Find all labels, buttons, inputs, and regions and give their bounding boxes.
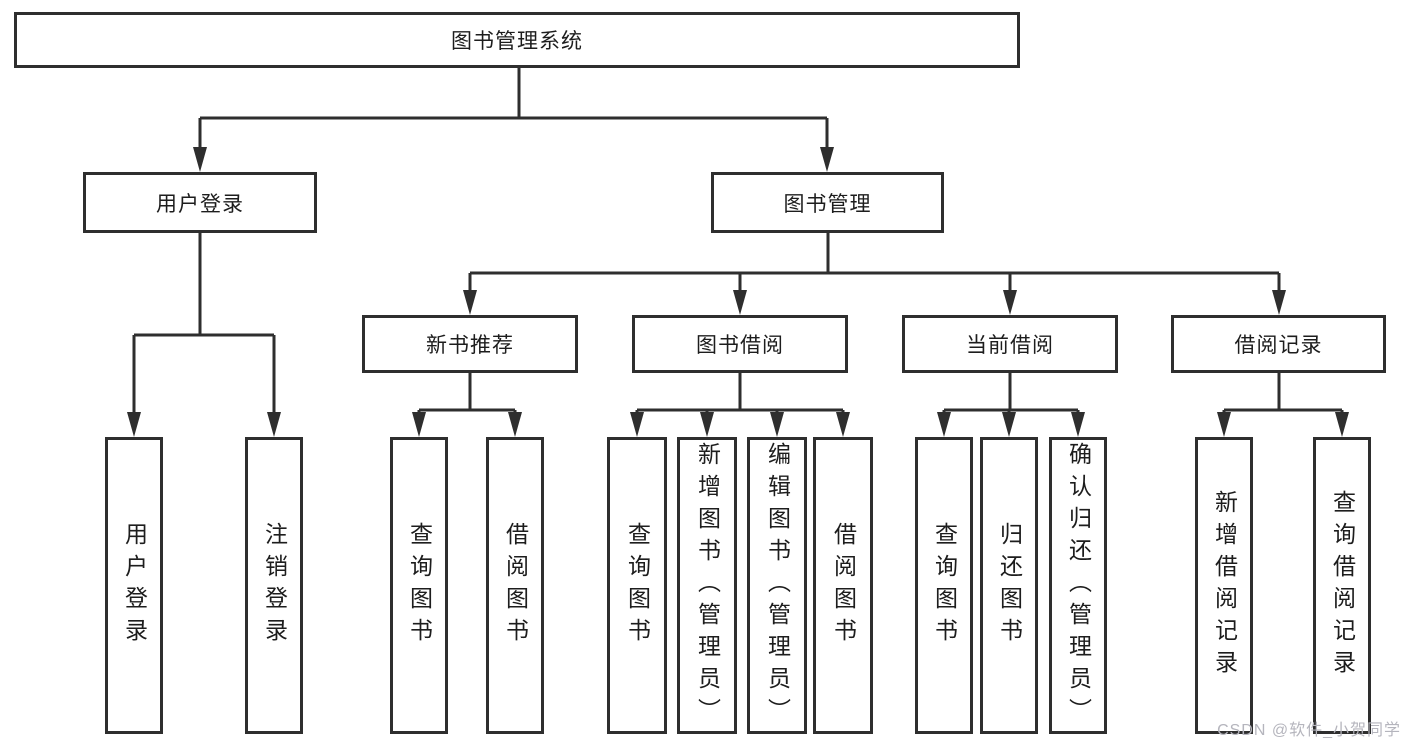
node-user-login-label: 用户登录 <box>156 192 244 216</box>
node-borrowing-records: 借阅记录 <box>1171 315 1386 373</box>
leaf-return-book-label: 归还图书 <box>996 521 1023 650</box>
leaf-user-login: 用户登录 <box>105 437 163 734</box>
leaf-query-books-recommend: 查询图书 <box>390 437 448 734</box>
leaf-add-book-admin-label: 新增图书（管理员） <box>694 441 721 730</box>
node-book-management-label: 图书管理 <box>783 192 872 216</box>
leaf-logout: 注销登录 <box>245 437 303 734</box>
node-book-management: 图书管理 <box>711 172 944 233</box>
leaf-logout-label: 注销登录 <box>261 521 288 650</box>
leaf-borrow-books: 借阅图书 <box>813 437 873 734</box>
leaf-add-borrow-record-label: 新增借阅记录 <box>1211 489 1238 682</box>
node-current-borrowing-label: 当前借阅 <box>966 334 1054 357</box>
leaf-return-book: 归还图书 <box>980 437 1038 734</box>
leaf-query-borrow-record-label: 查询借阅记录 <box>1329 489 1356 682</box>
leaf-query-books-borrow: 查询图书 <box>607 437 667 734</box>
csdn-watermark: CSDN @软件_小贺同学 <box>1217 722 1401 739</box>
leaf-query-borrow-record: 查询借阅记录 <box>1313 437 1371 734</box>
leaf-query-books-borrow-label: 查询图书 <box>624 521 651 650</box>
leaf-confirm-return-admin: 确认归还（管理员） <box>1049 437 1107 734</box>
node-new-book-recommend-label: 新书推荐 <box>426 334 514 357</box>
node-library-system-label: 图书管理系统 <box>451 30 583 53</box>
leaf-borrow-books-recommend-label: 借阅图书 <box>502 521 529 650</box>
leaf-query-books-current-label: 查询图书 <box>931 521 958 650</box>
leaf-confirm-return-admin-label: 确认归还（管理员） <box>1065 441 1092 730</box>
leaf-edit-book-admin-label: 编辑图书（管理员） <box>764 441 791 730</box>
node-current-borrowing: 当前借阅 <box>902 315 1118 373</box>
leaf-user-login-label: 用户登录 <box>121 521 148 650</box>
leaf-add-book-admin: 新增图书（管理员） <box>677 437 737 734</box>
leaf-query-books-current: 查询图书 <box>915 437 973 734</box>
leaf-edit-book-admin: 编辑图书（管理员） <box>747 437 807 734</box>
node-library-system: 图书管理系统 <box>14 12 1020 68</box>
leaf-borrow-books-recommend: 借阅图书 <box>486 437 544 734</box>
node-book-borrowing-label: 图书借阅 <box>696 334 784 357</box>
node-new-book-recommend: 新书推荐 <box>362 315 578 373</box>
leaf-query-books-recommend-label: 查询图书 <box>406 521 433 650</box>
node-user-login: 用户登录 <box>83 172 317 233</box>
node-borrowing-records-label: 借阅记录 <box>1234 334 1323 357</box>
leaf-add-borrow-record: 新增借阅记录 <box>1195 437 1253 734</box>
node-book-borrowing: 图书借阅 <box>632 315 848 373</box>
leaf-borrow-books-label: 借阅图书 <box>830 521 857 650</box>
arrowheads <box>127 147 1349 437</box>
